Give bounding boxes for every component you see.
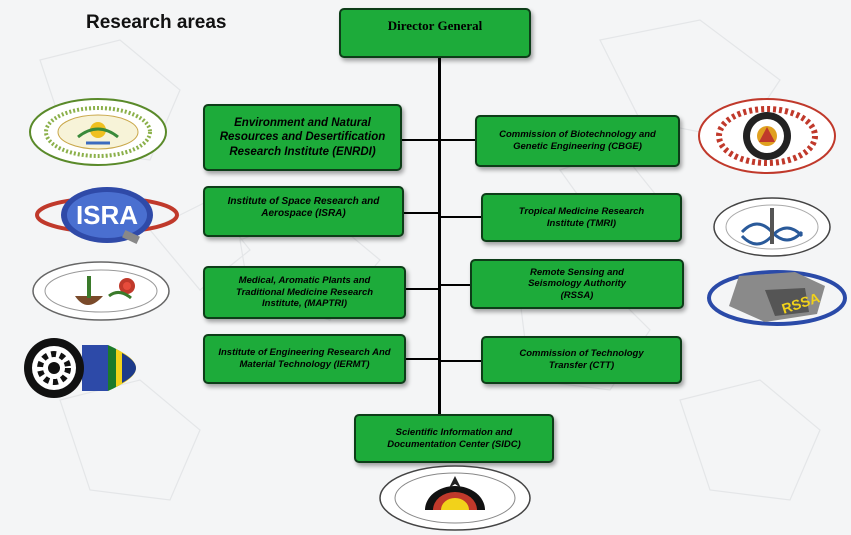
trunk-connector: [438, 56, 441, 416]
connector-iermt: [404, 358, 440, 360]
unit-label-iermt: Institute of Engineering Research And Ma…: [218, 347, 391, 370]
connector-ctt: [440, 360, 483, 362]
unit-label-rssa: Remote Sensing and Seismology Authority …: [528, 266, 626, 301]
unit-label-maptri: Medical, Aromatic Plants and Traditional…: [235, 275, 374, 310]
unit-box-ctt: Commission of Technology Transfer (CTT): [481, 336, 682, 384]
director-general-box: Director General: [339, 8, 531, 58]
connector-tmri: [440, 216, 483, 218]
connector-maptri: [404, 288, 440, 290]
unit-box-maptri: Medical, Aromatic Plants and Traditional…: [203, 266, 406, 319]
unit-box-tmri: Tropical Medicine Research Institute (TM…: [481, 193, 682, 242]
isra-logo-text: ISRA: [76, 200, 138, 230]
tmri-logo-icon: [713, 197, 831, 257]
iermt-logo-icon: [24, 338, 136, 398]
unit-label-tmri: Tropical Medicine Research Institute (TM…: [518, 205, 645, 229]
connector-isra: [402, 212, 440, 214]
connector-cbge: [440, 139, 477, 141]
unit-label-enrdi: Environment and Natural Resources and De…: [219, 117, 386, 158]
connector-enrdi: [400, 139, 440, 141]
unit-box-sidc: Scientific Information and Documentation…: [354, 414, 554, 463]
unit-label-cbge: Commission of Biotechnology and Genetic …: [499, 129, 656, 152]
sidc-logo-icon: [379, 465, 531, 531]
unit-label-sidc: Scientific Information and Documentation…: [387, 426, 521, 450]
isra-logo-icon: ISRA: [35, 187, 179, 245]
unit-box-cbge: Commission of Biotechnology and Genetic …: [475, 115, 680, 167]
unit-box-isra: Institute of Space Research and Aerospac…: [203, 186, 404, 237]
maptri-logo-icon: [32, 261, 170, 321]
page-title: Research areas: [86, 12, 227, 33]
unit-box-rssa: Remote Sensing and Seismology Authority …: [470, 259, 684, 309]
unit-box-enrdi: Environment and Natural Resources and De…: [203, 104, 402, 171]
rssa-logo-icon: RSSA: [707, 270, 847, 326]
connector-rssa: [440, 284, 472, 286]
enrdi-logo-icon: [29, 98, 167, 166]
director-general-label: Director General: [387, 18, 483, 33]
unit-box-iermt: Institute of Engineering Research And Ma…: [203, 334, 406, 384]
cbge-logo-icon: [698, 98, 836, 174]
unit-label-ctt: Commission of Technology Transfer (CTT): [519, 348, 644, 371]
unit-label-isra: Institute of Space Research and Aerospac…: [227, 196, 380, 220]
